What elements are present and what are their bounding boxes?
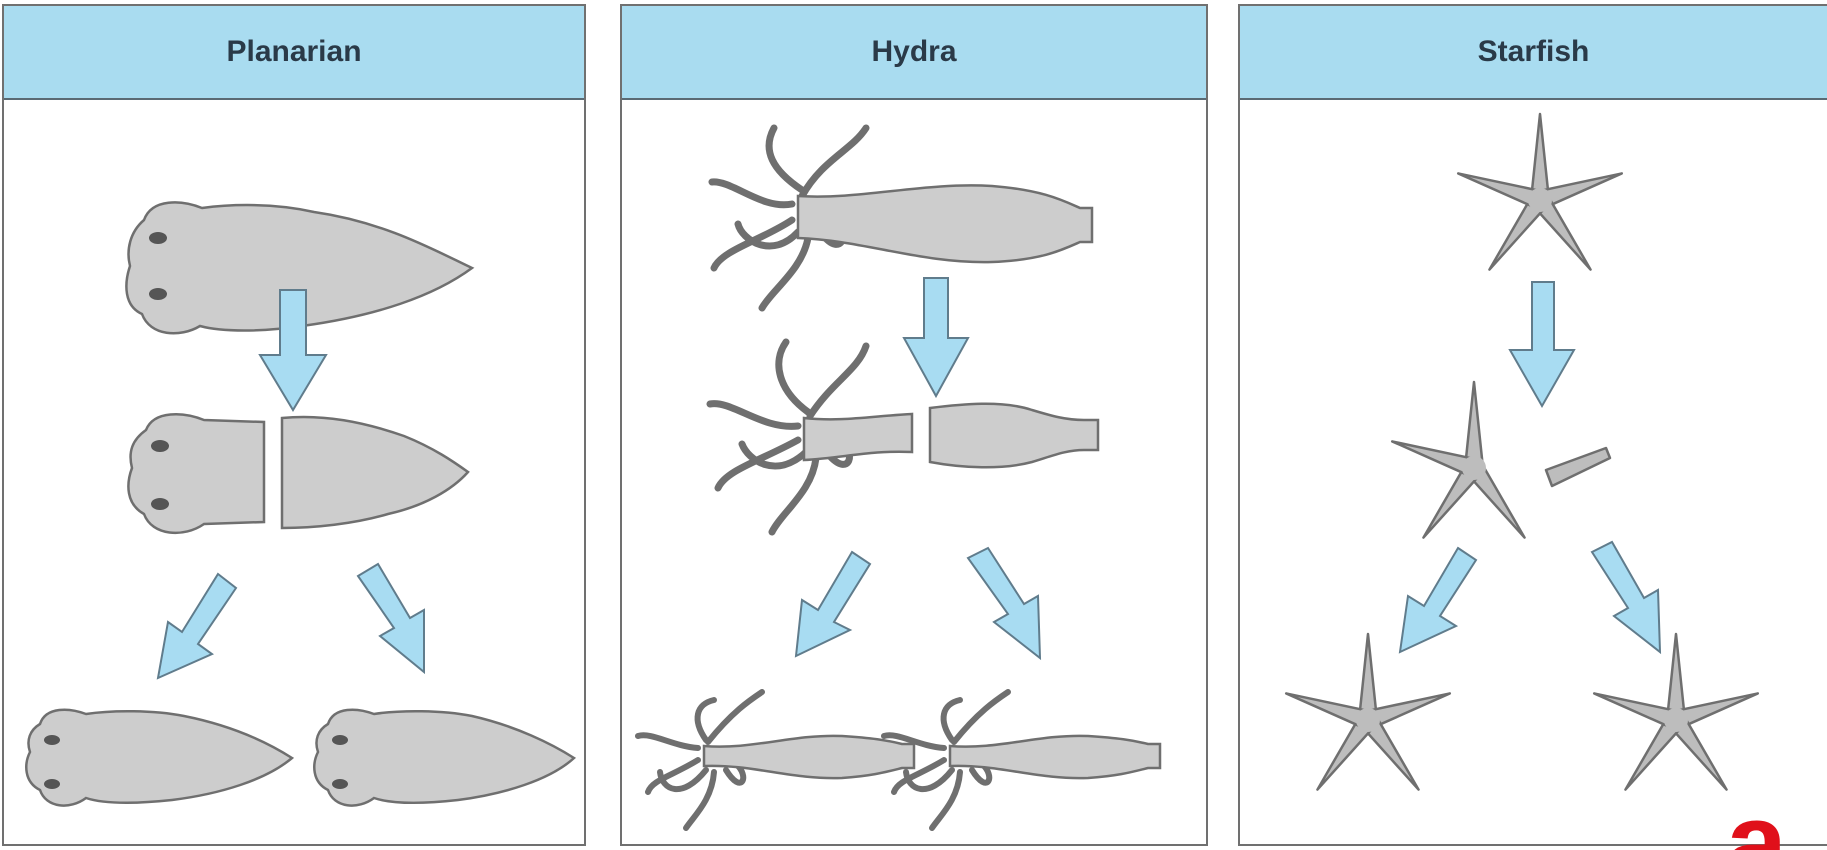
arrow-down-left-icon bbox=[158, 574, 236, 678]
planarian-rear-piece bbox=[282, 417, 468, 528]
hydra-rear-piece bbox=[930, 404, 1098, 468]
arrow-down-right-icon bbox=[358, 564, 424, 672]
planarian-front-piece bbox=[128, 414, 264, 533]
hydra-regenerated-left bbox=[638, 692, 914, 828]
panel-hydra: Hydra bbox=[620, 4, 1208, 846]
panel-planarian: Planarian bbox=[2, 4, 586, 846]
starfish-detached-arm bbox=[1546, 448, 1610, 486]
hydra-front-piece bbox=[710, 342, 912, 532]
arrow-down-right-icon bbox=[968, 548, 1040, 658]
planarian-regenerated-left bbox=[26, 710, 292, 806]
arrow-down-icon bbox=[904, 278, 968, 396]
planarian-illustration bbox=[4, 100, 584, 844]
arrow-down-right-icon bbox=[1592, 542, 1660, 652]
panel-header: Starfish bbox=[1240, 6, 1827, 100]
hydra-whole bbox=[712, 128, 1092, 308]
arrow-down-icon bbox=[1510, 282, 1574, 406]
hydra-illustration bbox=[622, 100, 1206, 844]
starfish-illustration bbox=[1240, 100, 1827, 844]
arrow-down-left-icon bbox=[796, 552, 870, 656]
starfish-regenerated-right bbox=[1591, 634, 1760, 795]
hydra-regenerated-right bbox=[884, 692, 1160, 828]
planarian-regenerated-right bbox=[314, 710, 574, 806]
starfish-arm-removed bbox=[1389, 382, 1531, 543]
red-logo-fragment-icon: a bbox=[1726, 788, 1827, 850]
panel-starfish: Starfish bbox=[1238, 4, 1827, 846]
arrow-down-left-icon bbox=[1400, 548, 1476, 652]
panel-header: Planarian bbox=[4, 6, 584, 100]
starfish-regenerated-left bbox=[1283, 634, 1452, 795]
panel-header: Hydra bbox=[622, 6, 1206, 100]
starfish-whole bbox=[1455, 114, 1624, 275]
